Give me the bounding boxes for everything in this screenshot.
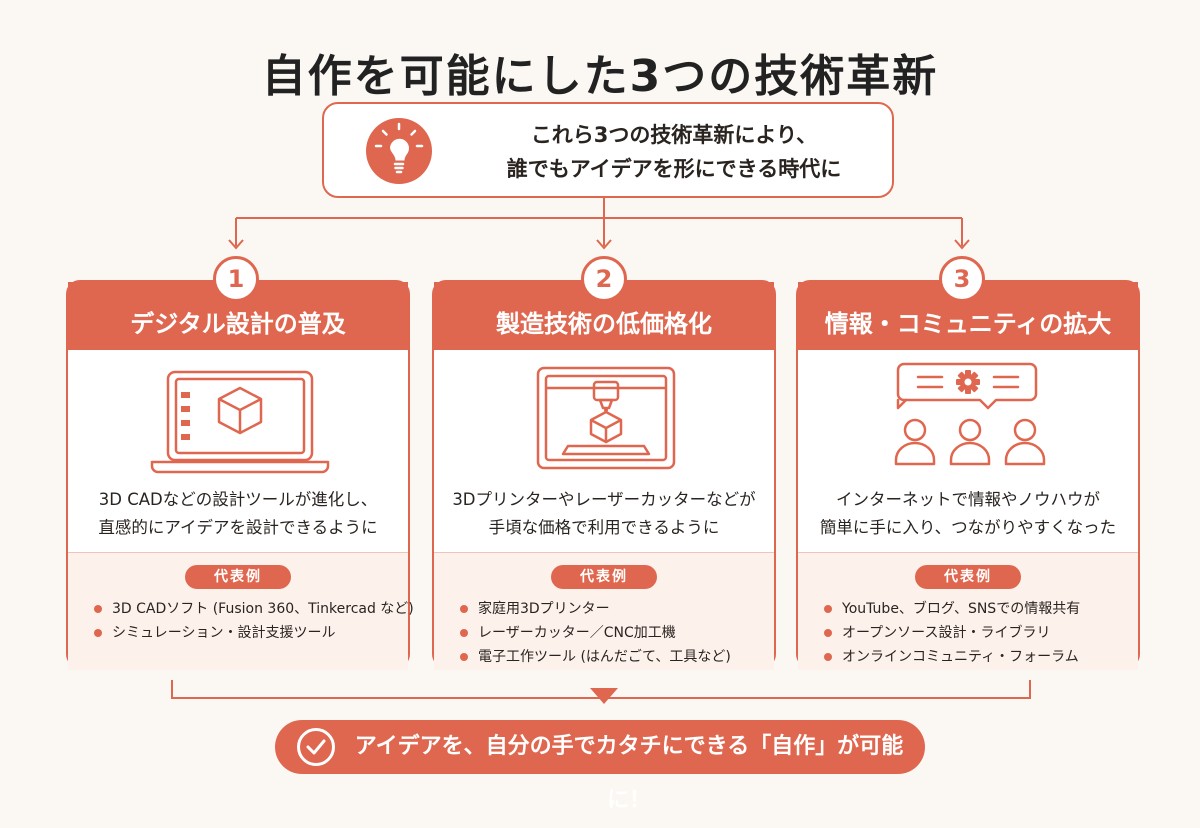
list-item: オンラインコミュニティ・フォーラム: [822, 645, 1132, 669]
card-description: 3D CADなどの設計ツールが進化し、 直感的にアイデアを設計できるように: [68, 474, 408, 552]
card-community: 情報・コミュニティの拡大: [796, 280, 1140, 670]
conclusion-banner: アイデアを、自分の手でカタチにできる「自作」が可能に！: [275, 720, 925, 813]
examples-list: YouTube、ブログ、SNSでの情報共有 オープンソース設計・ライブラリ オン…: [822, 597, 1132, 669]
list-item-text: 家庭用3Dプリンター: [478, 601, 610, 617]
summary-box: これら3つの技術革新により、 誰でもアイデアを形にできる時代に: [322, 102, 894, 198]
list-item: 3D CADソフト (Fusion 360、Tinkercad など): [92, 597, 414, 621]
step-badge-3: 3: [939, 256, 985, 302]
summary-line-2: 誰でもアイデアを形にできる時代に: [506, 157, 842, 181]
examples-label: 代表例: [551, 565, 657, 589]
bullet-dot-icon: [460, 653, 468, 661]
page-title: 自作を可能にした3つの技術革新: [261, 51, 939, 102]
summary-line-1: これら3つの技術革新により、: [530, 123, 818, 147]
card-manufacturing: 製造技術の低価格化 3Dプリンターやレーザーカッターなどが 手頃な価格で利用でき…: [432, 280, 776, 670]
lightbulb-icon: [366, 118, 432, 184]
step-badge-1: 1: [213, 256, 259, 302]
list-item: シミュレーション・設計支援ツール: [92, 621, 402, 645]
card-description: 3Dプリンターやレーザーカッターなどが 手頃な価格で利用できるように: [434, 474, 774, 552]
card-description-line: 簡単に手に入り、つながりやすくなった: [819, 518, 1117, 537]
list-item-text: 3D CADソフト (Fusion 360、Tinkercad など): [112, 601, 414, 617]
community-icon: [798, 350, 1138, 474]
list-item-text: オープンソース設計・ライブラリ: [842, 625, 1051, 641]
check-circle-icon: [297, 728, 335, 766]
card-description-line: 3D CADなどの設計ツールが進化し、: [98, 490, 378, 509]
card-digital-design: デジタル設計の普及 3D CADなどの設計ツールが進化し、 直感的にアイデアを設…: [66, 280, 414, 670]
card-description: インターネットで情報やノウハウが 簡単に手に入り、つながりやすくなった: [798, 474, 1138, 552]
examples-section: 代表例 家庭用3Dプリンター レーザーカッター／CNC加工機 電子工作ツール (…: [434, 552, 774, 670]
bullet-dot-icon: [824, 605, 832, 613]
list-item: レーザーカッター／CNC加工機: [458, 621, 768, 645]
card-title: デジタル設計の普及: [68, 282, 408, 350]
list-item: オープンソース設計・ライブラリ: [822, 621, 1132, 645]
list-item-text: 電子工作ツール (はんだごて、工具など): [478, 649, 731, 665]
list-item: 電子工作ツール (はんだごて、工具など): [458, 645, 768, 669]
step-badge-2: 2: [581, 256, 627, 302]
bullet-dot-icon: [460, 629, 468, 637]
list-item-text: シミュレーション・設計支援ツール: [112, 625, 336, 641]
list-item-text: レーザーカッター／CNC加工機: [478, 625, 676, 641]
list-item: 家庭用3Dプリンター: [458, 597, 768, 621]
examples-section: 代表例 3D CADソフト (Fusion 360、Tinkercad など) …: [68, 552, 414, 670]
bullet-dot-icon: [824, 653, 832, 661]
laptop-cad-icon: [68, 350, 408, 474]
examples-label: 代表例: [915, 565, 1021, 589]
bullet-dot-icon: [824, 629, 832, 637]
list-item-text: オンラインコミュニティ・フォーラム: [842, 649, 1079, 665]
card-description-line: 直感的にアイデアを設計できるように: [98, 518, 378, 537]
card-description-line: 手頃な価格で利用できるように: [488, 518, 720, 537]
conclusion-text: アイデアを、自分の手でカタチにできる「自作」が可能に！: [354, 734, 904, 813]
examples-label: 代表例: [185, 565, 291, 589]
connector-lines: [171, 198, 1031, 704]
card-description-line: 3Dプリンターやレーザーカッターなどが: [452, 490, 756, 509]
bullet-dot-icon: [94, 629, 102, 637]
bullet-dot-icon: [94, 605, 102, 613]
summary-text: これら3つの技術革新により、 誰でもアイデアを形にできる時代に: [474, 118, 874, 186]
examples-list: 家庭用3Dプリンター レーザーカッター／CNC加工機 電子工作ツール (はんだご…: [458, 597, 768, 669]
card-description-line: インターネットで情報やノウハウが: [836, 490, 1100, 509]
bullet-dot-icon: [460, 605, 468, 613]
examples-section: 代表例 YouTube、ブログ、SNSでの情報共有 オープンソース設計・ライブラ…: [798, 552, 1138, 670]
examples-list: 3D CADソフト (Fusion 360、Tinkercad など) シミュレ…: [92, 597, 414, 645]
3d-printer-icon: [434, 350, 774, 474]
list-item-text: YouTube、ブログ、SNSでの情報共有: [842, 601, 1081, 617]
list-item: YouTube、ブログ、SNSでの情報共有: [822, 597, 1132, 621]
